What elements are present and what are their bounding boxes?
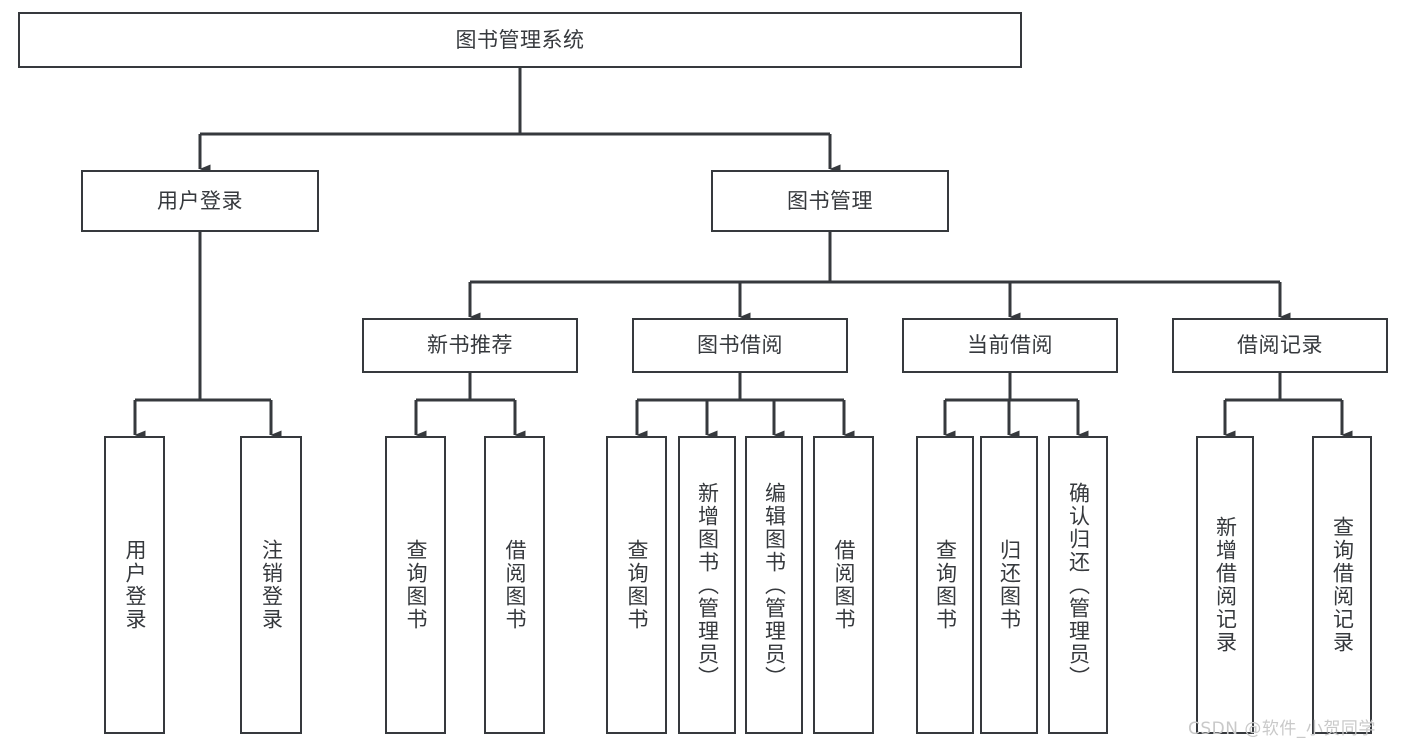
node-label: 当前借阅 xyxy=(967,333,1053,358)
node-leaf-confirm-return[interactable]: 确认归还（管理员） xyxy=(1048,436,1108,734)
node-leaf-query-book-2[interactable]: 查询图书 xyxy=(606,436,667,734)
node-leaf-user-login[interactable]: 用户登录 xyxy=(104,436,165,734)
node-book-borrow[interactable]: 图书借阅 xyxy=(632,318,848,373)
node-label: 图书管理系统 xyxy=(455,27,585,52)
node-label: 新增图书（管理员） xyxy=(695,481,720,689)
node-current-borrow[interactable]: 当前借阅 xyxy=(902,318,1118,373)
node-leaf-query-book-1[interactable]: 查询图书 xyxy=(385,436,446,734)
node-root[interactable]: 图书管理系统 xyxy=(18,12,1022,68)
node-label: 查询图书 xyxy=(404,539,428,631)
node-label: 确认归还（管理员） xyxy=(1066,481,1091,689)
node-label: 新增借阅记录 xyxy=(1213,516,1238,654)
node-leaf-edit-book[interactable]: 编辑图书（管理员） xyxy=(745,436,803,734)
node-label: 查询图书 xyxy=(625,539,649,631)
node-label: 查询借阅记录 xyxy=(1330,516,1355,654)
node-leaf-user-logout[interactable]: 注销登录 xyxy=(240,436,302,734)
node-label: 注销登录 xyxy=(259,539,284,631)
node-leaf-borrow-book-1[interactable]: 借阅图书 xyxy=(484,436,545,734)
node-leaf-add-book[interactable]: 新增图书（管理员） xyxy=(678,436,736,734)
node-label: 编辑图书（管理员） xyxy=(762,481,787,689)
node-label: 归还图书 xyxy=(997,539,1022,631)
node-new-book-recommend[interactable]: 新书推荐 xyxy=(362,318,578,373)
node-label: 借阅图书 xyxy=(503,539,527,631)
node-label: 新书推荐 xyxy=(427,333,513,358)
node-book-management[interactable]: 图书管理 xyxy=(711,170,949,232)
node-user-login[interactable]: 用户登录 xyxy=(81,170,319,232)
node-label: 图书借阅 xyxy=(697,333,783,358)
node-label: 用户登录 xyxy=(123,539,147,631)
node-leaf-borrow-book-2[interactable]: 借阅图书 xyxy=(813,436,874,734)
node-label: 借阅图书 xyxy=(832,539,856,631)
node-leaf-query-borrow-record[interactable]: 查询借阅记录 xyxy=(1312,436,1372,734)
node-label: 图书管理 xyxy=(787,188,873,213)
node-label: 用户登录 xyxy=(157,188,243,213)
node-leaf-query-book-3[interactable]: 查询图书 xyxy=(916,436,974,734)
node-leaf-add-borrow-record[interactable]: 新增借阅记录 xyxy=(1196,436,1254,734)
node-leaf-return-book[interactable]: 归还图书 xyxy=(980,436,1038,734)
node-label: 借阅记录 xyxy=(1237,333,1323,358)
node-borrow-record[interactable]: 借阅记录 xyxy=(1172,318,1388,373)
node-label: 查询图书 xyxy=(933,539,958,631)
